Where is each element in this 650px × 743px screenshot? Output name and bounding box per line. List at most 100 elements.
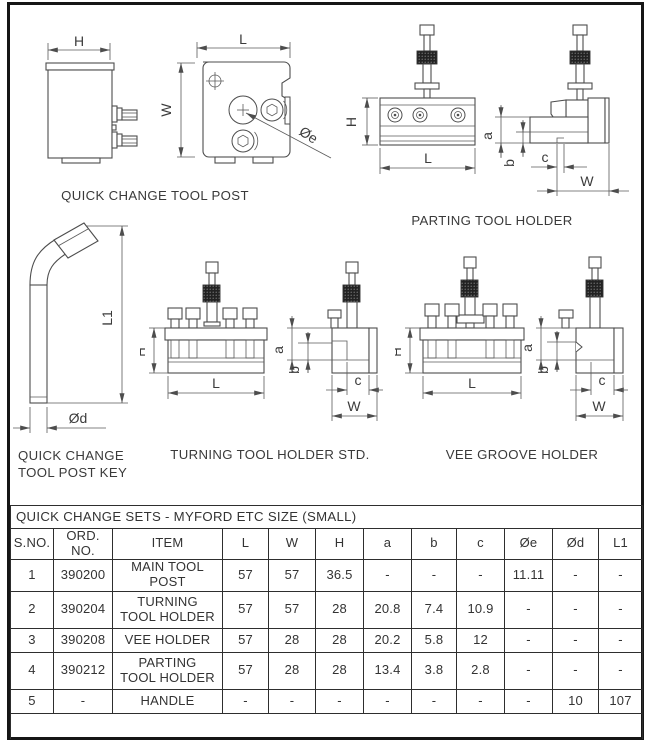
tool-post-caption: QUICK CHANGE TOOL POST [61,188,249,203]
table-title: QUICK CHANGE SETS - MYFORD ETC SIZE (SMA… [9,505,644,529]
dim-label-dia-e: Øe [297,123,322,147]
column-header: L [222,528,269,560]
dim-label-c: c [355,372,362,388]
dim-label-b: b [535,366,551,374]
parting-caption: PARTING TOOL HOLDER [411,213,572,228]
table-cell: 5 [10,688,54,714]
table-cell: 20.8 [363,590,412,629]
dim-label-l1: L1 [99,310,115,326]
key-caption-line1: QUICK CHANGE [18,448,124,463]
key-diagram: L1 Ød QUICK CHANGE TOOL POST KEY [10,220,150,485]
table-cell: - [552,627,599,653]
table-cell: - [597,558,644,592]
table-cell: 390200 [53,558,113,592]
table-cell: MAIN TOOL POST [112,558,223,592]
dim-label-l: L [212,375,220,391]
table-cell: - [552,558,599,592]
dim-label-w: W [158,103,174,117]
table-cell: 28 [268,627,316,653]
dim-label-w: W [592,398,606,414]
table-cell: - [552,590,599,629]
turning-holder-diagram: H L a b [140,240,395,485]
dim-label-l: L [239,31,247,47]
table-cell: - [315,688,364,714]
vee-caption: VEE GROOVE HOLDER [446,447,599,462]
column-header: L1 [597,528,644,560]
column-header: Øe [504,528,553,560]
table-cell: 36.5 [315,558,364,592]
spec-table: QUICK CHANGE SETS - MYFORD ETC SIZE (SMA… [9,505,644,739]
table-cell: 11.11 [504,558,553,592]
table-cell: 10.9 [456,590,505,629]
turning-caption: TURNING TOOL HOLDER STD. [170,447,369,462]
table-cell: 28 [315,651,364,690]
dim-label-l: L [468,375,476,391]
table-cell: 10 [552,688,599,714]
table-cell: - [456,688,505,714]
table-cell: 57 [222,627,269,653]
table-cell: 2.8 [456,651,505,690]
dim-label-h: H [395,347,404,356]
parting-holder-diagram: H L [340,10,650,235]
table-cell: 107 [597,688,644,714]
table-cell: - [597,651,644,690]
column-header: H [315,528,364,560]
table-cell: 4 [10,651,54,690]
table-cell: 390208 [53,627,113,653]
column-header: b [411,528,457,560]
dim-label-a: a [270,346,286,354]
column-header: W [268,528,316,560]
table-cell: - [552,651,599,690]
table-cell: 57 [268,558,316,592]
table-cell: 20.2 [363,627,412,653]
table-cell: - [363,558,412,592]
dim-label-h: H [74,33,84,49]
dim-label-c: c [542,149,549,165]
table-cell: - [456,558,505,592]
column-header: ORD. NO. [53,528,113,560]
dim-label-b: b [501,159,517,167]
dim-label-a: a [479,132,495,140]
table-cell: TURNING TOOL HOLDER [112,590,223,629]
table-cell: PARTING TOOL HOLDER [112,651,223,690]
table-cell: - [597,590,644,629]
column-header: Ød [552,528,599,560]
dim-label-l: L [424,150,432,166]
table-cell: - [53,688,113,714]
table-cell: 28 [315,627,364,653]
dim-label-w: W [347,398,361,414]
table-cell: 3.8 [411,651,457,690]
vee-holder-diagram: H L a b [395,240,650,485]
table-cell: VEE HOLDER [112,627,223,653]
table-cell: - [504,627,553,653]
dim-label-b: b [286,366,302,374]
table-cell: 7.4 [411,590,457,629]
table-empty-row [9,712,644,739]
table-cell: - [597,627,644,653]
tool-post-diagram: H L W [10,10,340,210]
dim-label-c: c [599,372,606,388]
table-head: QUICK CHANGE SETS - MYFORD ETC SIZE (SMA… [9,505,644,560]
column-header: a [363,528,412,560]
column-header: ITEM [112,528,223,560]
table-cell: - [268,688,316,714]
table-cell: - [411,558,457,592]
dim-label-a: a [519,344,535,352]
key-caption-line2: TOOL POST KEY [18,465,127,480]
table-cell: 57 [268,590,316,629]
table-cell: 390212 [53,651,113,690]
table-cell: HANDLE [112,688,223,714]
table-cell: 13.4 [363,651,412,690]
table-cell: 12 [456,627,505,653]
table-cell: - [504,688,553,714]
table-cell: 28 [268,651,316,690]
column-header: S.NO. [10,528,54,560]
table-cell: - [504,590,553,629]
